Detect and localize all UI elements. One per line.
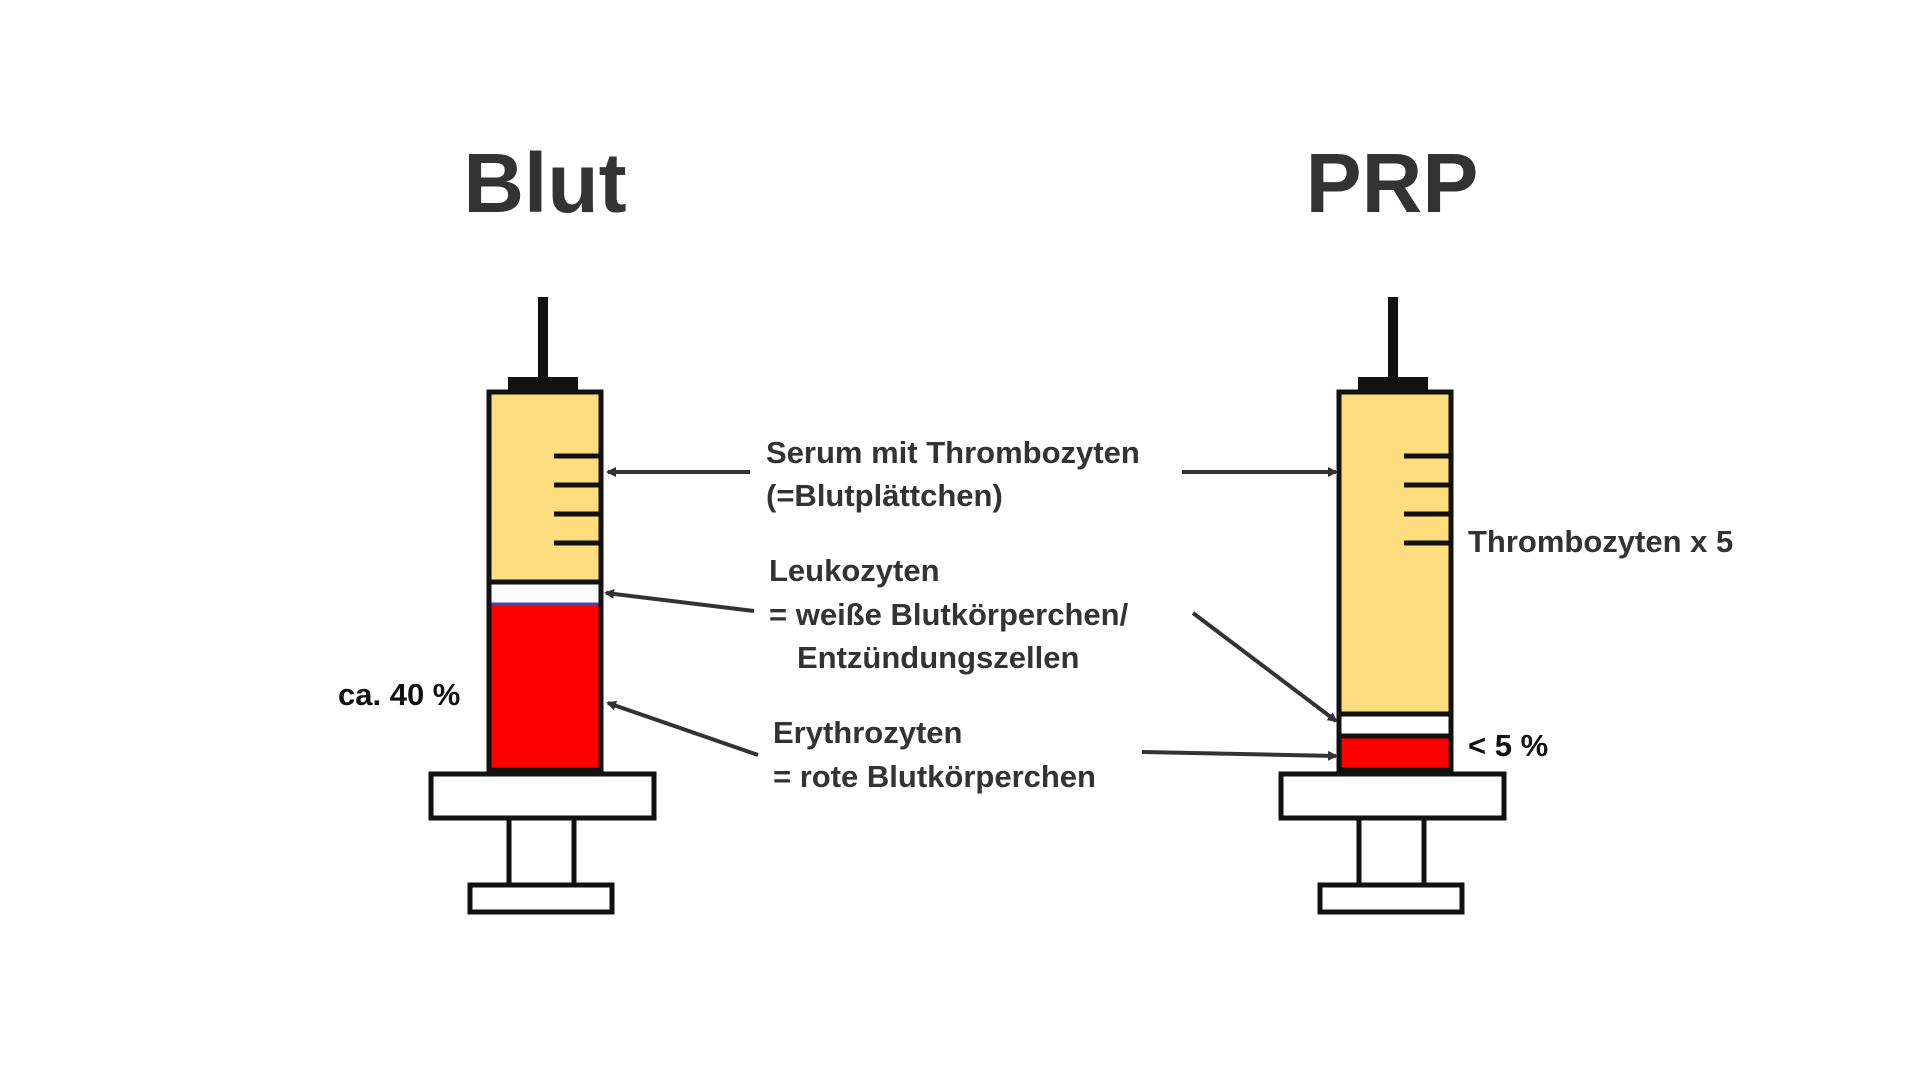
erythrocyte-layer: [489, 604, 601, 770]
label-leukocytes-line2: = weiße Blutkörperchen/: [769, 597, 1129, 632]
label-erythrocytes-line2: = rote Blutkörperchen: [773, 759, 1096, 794]
finger-flange: [1278, 771, 1507, 821]
arrow-erythrocytes-right: [1141, 750, 1338, 761]
finger-flange: [428, 771, 657, 821]
needle-hub: [1358, 377, 1428, 391]
label-erythrocytes-line1: Erythrozyten: [773, 715, 962, 750]
barrel-outline: [486, 389, 604, 773]
plunger-rod: [1356, 815, 1427, 888]
title-prp: PRP: [1306, 136, 1479, 230]
leukocyte-layer: [489, 582, 601, 604]
serum-layer: [1339, 392, 1451, 714]
label-serum-line1: Serum mit Thrombozyten: [766, 435, 1140, 470]
arrow-leukocytes-left: [604, 589, 755, 613]
label-serum-line2: (=Blutplättchen): [766, 478, 1003, 513]
barrel-outline: [1336, 389, 1454, 773]
syringe-prp: [1278, 297, 1507, 915]
label-leukocytes-line3: Entzündungszellen: [797, 640, 1079, 675]
label-blood-percent: ca. 40 %: [338, 677, 460, 712]
syringe-blood: [428, 297, 657, 915]
plunger-rod: [506, 815, 577, 888]
erythrocyte-layer: [1339, 736, 1451, 770]
plunger-thumb: [467, 882, 615, 915]
title-blood: Blut: [463, 136, 626, 230]
arrow-leukocytes-right: [1191, 611, 1338, 723]
arrow-erythrocytes-left: [606, 700, 759, 757]
label-leukocytes-line1: Leukozyten: [769, 553, 940, 588]
leukocyte-layer: [1339, 714, 1451, 736]
label-prp-thrombocytes: Thrombozyten x 5: [1468, 524, 1733, 559]
label-prp-percent: < 5 %: [1468, 728, 1548, 763]
plunger-thumb: [1317, 882, 1465, 915]
needle-hub: [508, 377, 578, 391]
